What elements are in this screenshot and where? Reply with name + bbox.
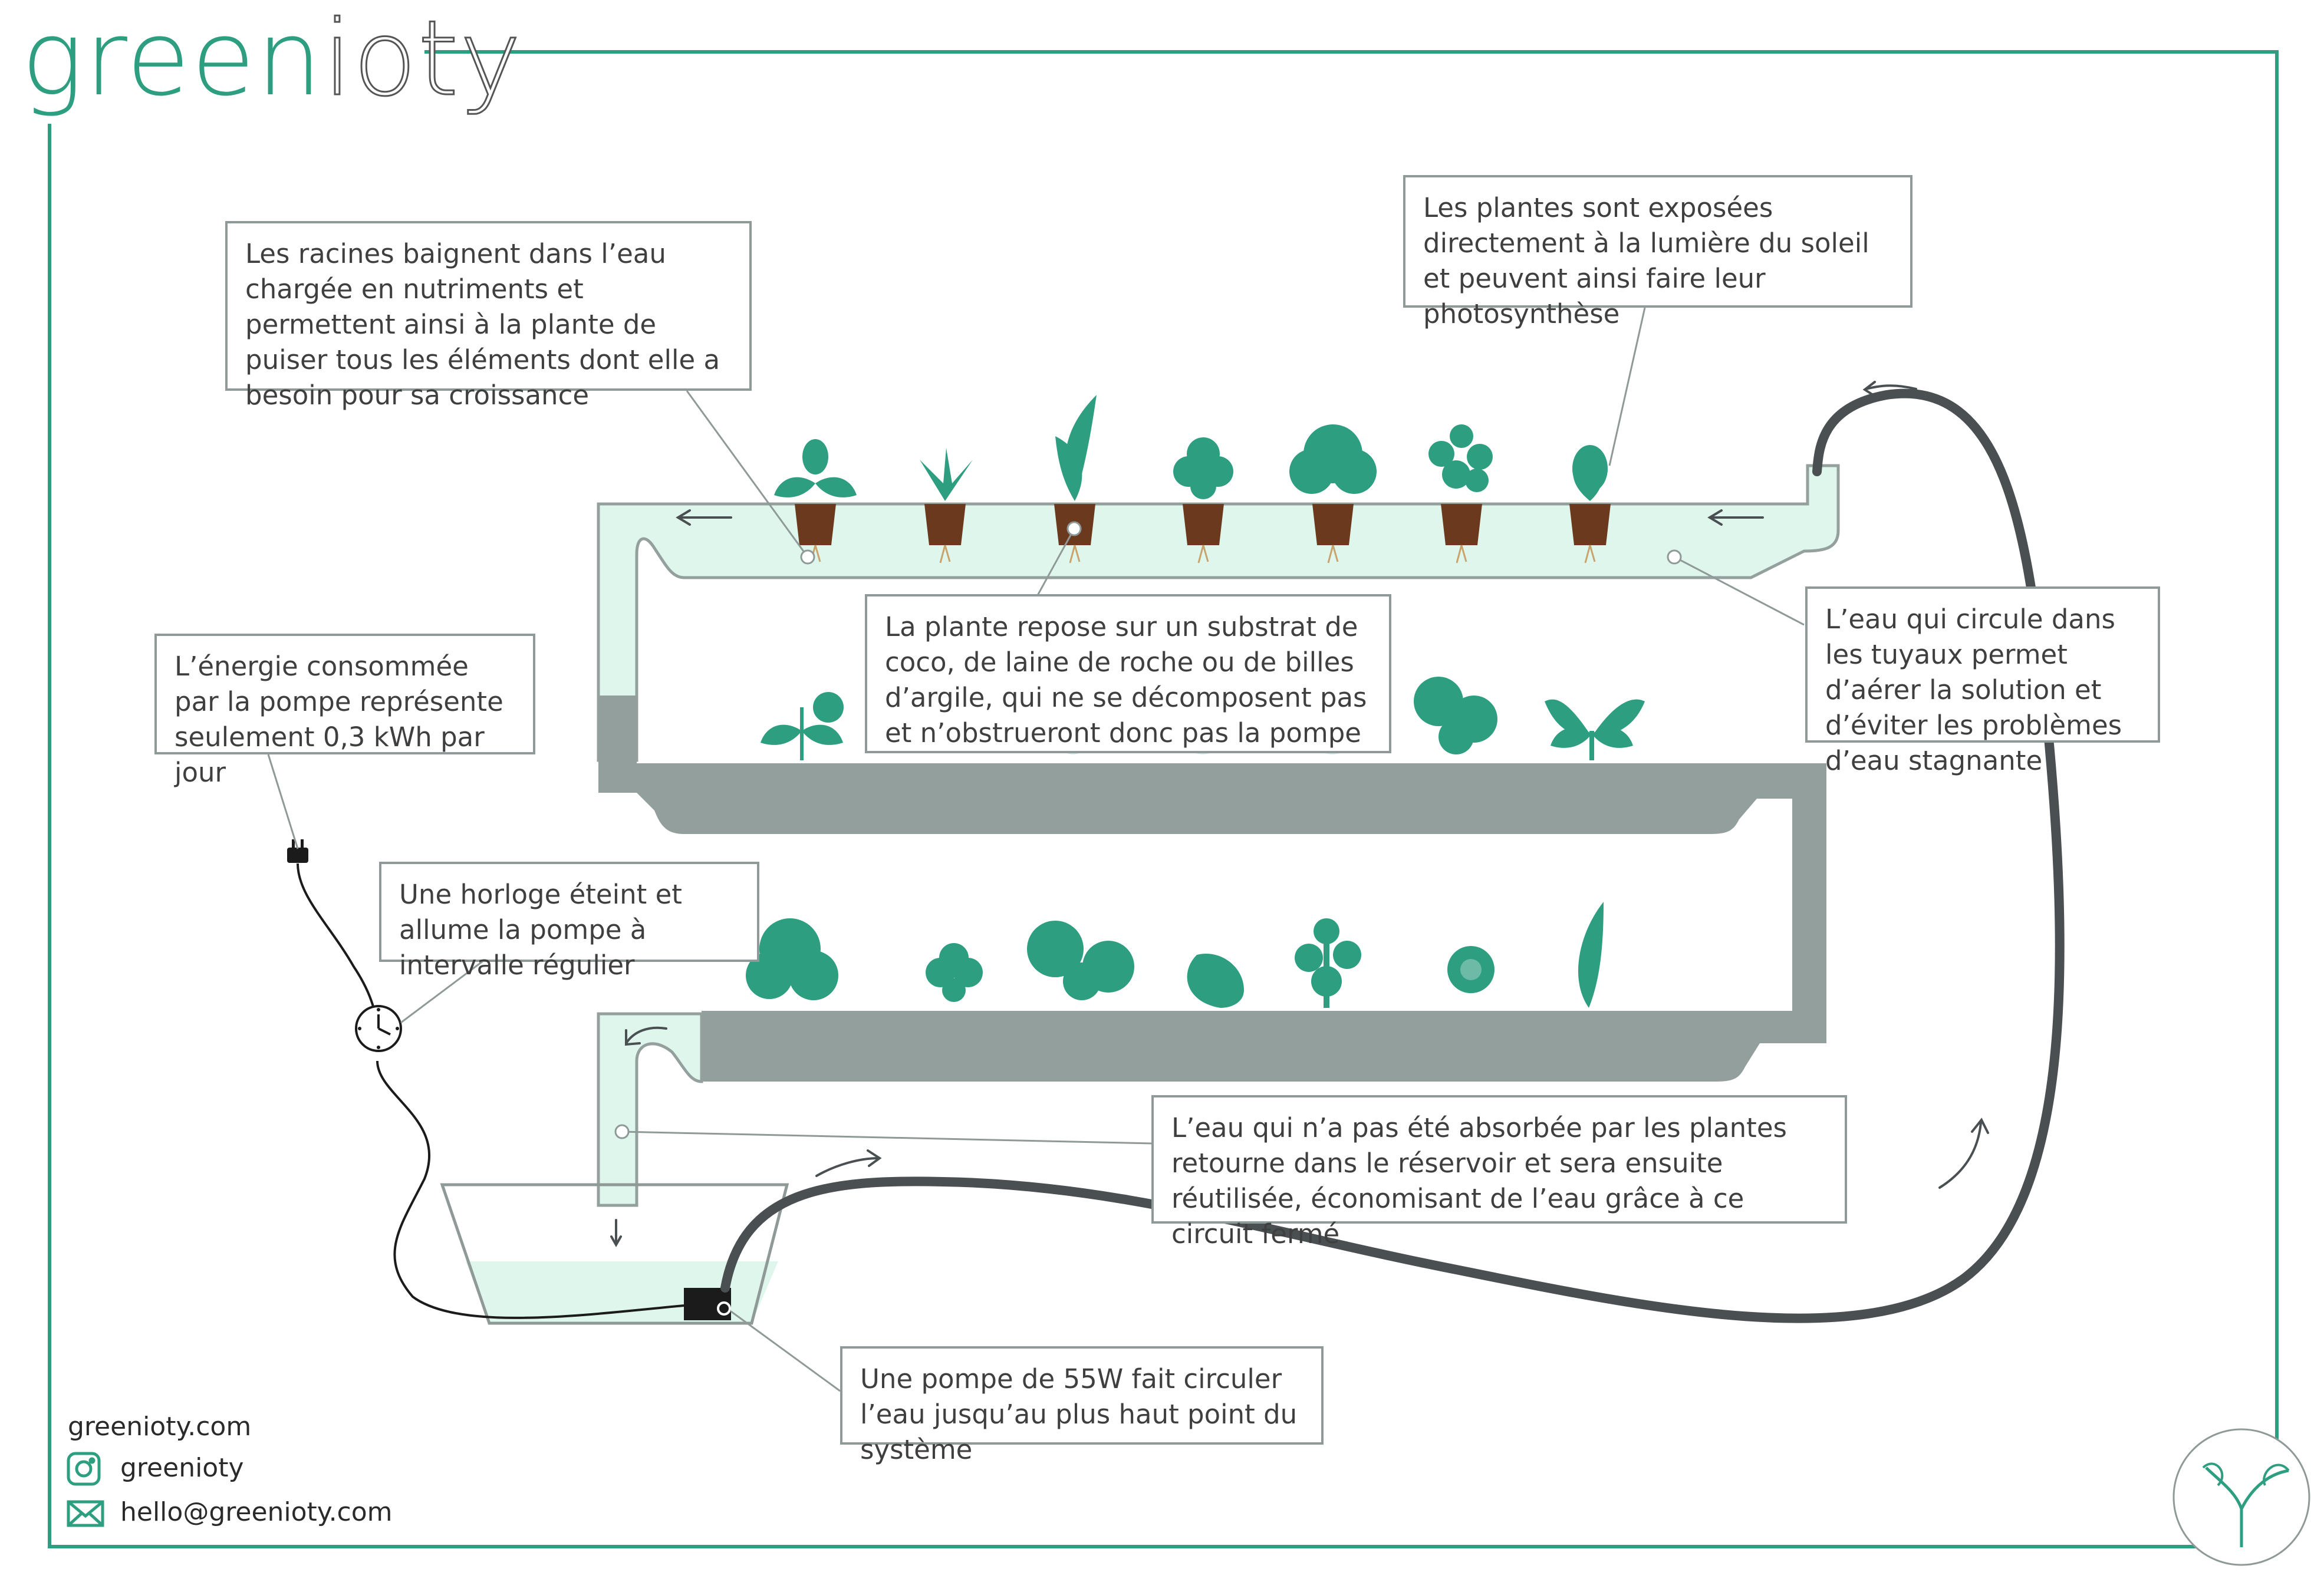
footer-email[interactable]: hello@greenioty.com (120, 1497, 393, 1527)
middle-tray (598, 696, 1826, 834)
callout-substrate: La plante repose sur un substrat de coco… (865, 594, 1391, 753)
footer-website[interactable]: greenioty.com (68, 1412, 252, 1442)
callout-return: L’eau qui n’a pas été absorbée par les p… (1151, 1095, 1847, 1250)
footer-instagram[interactable]: greenioty (120, 1453, 244, 1483)
leaf-logo-icon (2172, 1428, 2310, 1566)
callout-timer: Une horloge éteint et allume la pompe à … (379, 862, 759, 981)
leader-lines (267, 307, 1805, 1392)
reservoir (440, 1183, 789, 1325)
brand-part1: green (21, 0, 324, 119)
brand-logo: greenioty (21, 0, 522, 118)
lower-tray (702, 1011, 1826, 1082)
clock-icon (355, 1005, 402, 1052)
right-connector (1792, 799, 1826, 1043)
drain-pipe (597, 1012, 703, 1207)
lower-plants (746, 902, 1604, 1008)
hose (720, 388, 2065, 1323)
flow-arrows (610, 381, 1989, 1248)
top-plants (774, 395, 1608, 501)
power-cable-lower (376, 1060, 684, 1319)
instagram-icon (67, 1452, 101, 1486)
callout-energy: L’énergie consommée par la pompe représe… (154, 634, 535, 788)
brand-part2: ioty (322, 0, 522, 119)
callout-aeration: L’eau qui circule dans les tuyaux permet… (1805, 586, 2160, 776)
plug-icon (287, 839, 308, 863)
top-pots (795, 504, 1611, 545)
callout-roots: Les racines baignent dans l’eau chargée … (225, 221, 752, 411)
top-channel (597, 464, 1840, 762)
mail-icon (67, 1500, 104, 1527)
callout-pump: Une pompe de 55W fait circuler l’eau jus… (840, 1346, 1324, 1465)
callout-sunlight: Les plantes sont exposées directement à … (1403, 175, 1912, 329)
